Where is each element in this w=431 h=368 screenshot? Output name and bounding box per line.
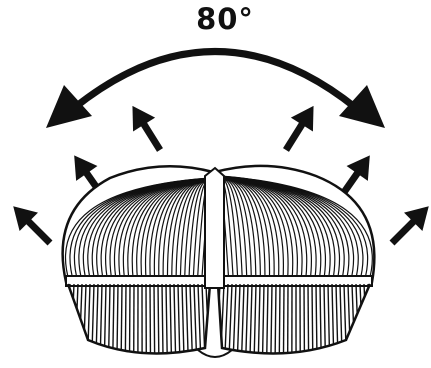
center-pivot [205, 168, 224, 288]
arc-left-arrowhead [46, 85, 92, 128]
light-arrow-right-outer [383, 197, 431, 252]
right-light-head [214, 166, 374, 362]
light-arrow-right-upper [275, 99, 325, 157]
base-join [198, 350, 232, 357]
left-light-head [63, 166, 215, 362]
double-headed-arc-arrow [46, 52, 385, 129]
arc-right-arrowhead [339, 85, 385, 128]
light-arrow-left-outer [4, 197, 59, 252]
light-arrow-left-upper [121, 99, 171, 157]
